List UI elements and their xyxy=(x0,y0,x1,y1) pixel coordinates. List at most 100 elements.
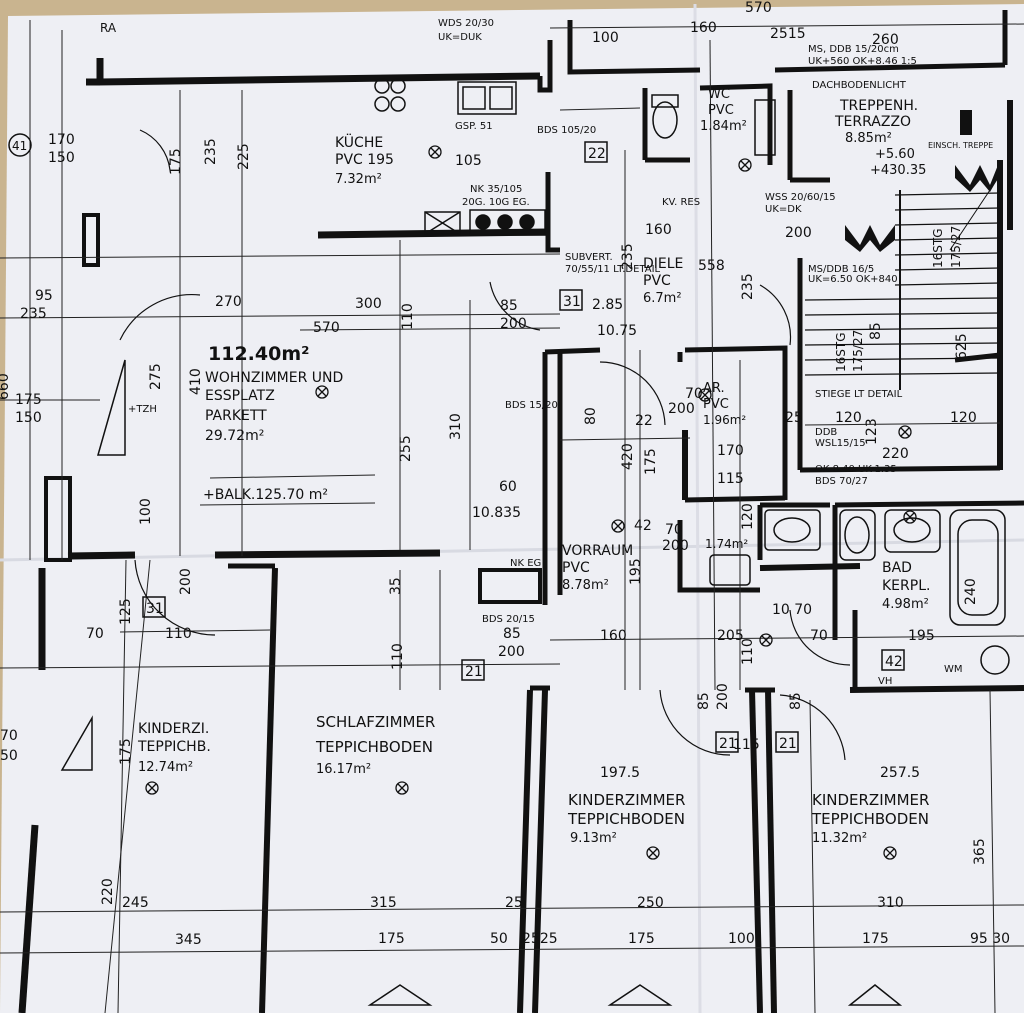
dim-label: 110 xyxy=(390,643,406,670)
dim-label: 420 xyxy=(620,443,636,470)
paper-fold xyxy=(693,3,702,1013)
dim-label: 175 xyxy=(862,931,889,947)
dim-label: 175 xyxy=(168,148,184,175)
dim-label: 80 xyxy=(583,407,599,425)
dim-label: 195 xyxy=(628,558,644,585)
note-bds1: BDS 105/20 xyxy=(537,125,596,136)
dim-label: 570 xyxy=(313,320,340,336)
stair-treads xyxy=(804,174,1001,390)
stair-ratio-lower: 175/27 xyxy=(851,330,865,372)
room-area-schlafzimmer: 16.17m² xyxy=(316,762,371,777)
dim-label: 245 xyxy=(122,895,149,911)
room-area-vorraum: 8.78m² xyxy=(562,578,609,593)
note-bds20: BDS 20/15 xyxy=(482,614,535,625)
dim-label: 175 xyxy=(15,392,42,408)
room-labels: 112.40m² WOHNZIMMER UND ESSPLATZ PARKETT… xyxy=(137,87,930,846)
room-name-diele: DIELE xyxy=(643,256,683,272)
room-floor-kueche: PVC 195 xyxy=(335,152,394,168)
room-floor-schlafzimmer: TEPPICHBODEN xyxy=(315,738,433,756)
walls xyxy=(18,10,1024,1013)
dim-label: 85 xyxy=(503,626,521,642)
note-stiege: STIEGE LT DETAIL xyxy=(815,389,903,400)
note-uk-duk: UK=DUK xyxy=(438,32,482,43)
dim-label: 345 xyxy=(175,932,202,948)
dim-label: 60 xyxy=(499,479,517,495)
door-tag-21: 21 xyxy=(779,736,797,752)
room-floor-kinderzimmer2: TEPPICHBODEN xyxy=(567,810,685,828)
door-tag-21: 21 xyxy=(719,736,737,752)
note-gsp: GSP. 51 xyxy=(455,121,493,132)
dim-label: 70 xyxy=(86,626,104,642)
paper-fold xyxy=(0,538,1024,562)
dim-label: 175 xyxy=(628,931,655,947)
dim-label: 220 xyxy=(100,878,116,905)
room-name-essplatz: ESSPLATZ xyxy=(205,388,275,404)
room-name-kinderzimmer3: KINDERZIMMER xyxy=(812,791,929,809)
room-name-schlafzimmer: SCHLAFZIMMER xyxy=(316,713,435,731)
dim-label: 257.5 xyxy=(880,765,920,781)
dim-label: 365 xyxy=(972,838,988,865)
note-bds15: BDS 15/20 xyxy=(505,400,558,411)
dim-label: 150 xyxy=(15,410,42,426)
dim-label: 100 xyxy=(728,931,755,947)
room-floor-kinderzi: TEPPICHB. xyxy=(137,739,211,755)
room-floor-wc: PVC xyxy=(708,103,734,118)
dim-label: 160 xyxy=(600,628,627,644)
note-wds: WDS 20/30 xyxy=(438,18,494,29)
dim-label: 85 xyxy=(696,692,712,710)
level2-treppenhaus: +430.35 xyxy=(870,163,926,178)
light-fixtures xyxy=(145,145,917,860)
dim-label: 70 xyxy=(810,628,828,644)
door-arcs xyxy=(119,129,851,761)
room-floor-treppenhaus: TERRAZZO xyxy=(834,114,911,130)
note-kv-res: KV. RES xyxy=(662,197,700,208)
room-area-treppenhaus: 8.85m² xyxy=(845,131,892,146)
door-tag-21: 21 xyxy=(465,664,483,680)
dim-label: 175 xyxy=(118,738,134,765)
note-nk2: 20G. 10G EG. xyxy=(462,197,530,208)
dim-label: 235 xyxy=(620,243,636,270)
dim-label: 200 xyxy=(498,644,525,660)
dim-label: 160 xyxy=(690,20,717,36)
stair-direction-markers xyxy=(845,110,998,252)
note-tzh: +TZH xyxy=(128,404,157,415)
dim-label: 35 xyxy=(388,577,404,595)
dim-label: 70 xyxy=(0,728,18,744)
note-wsl: WSL15/15 xyxy=(815,438,866,449)
dim-label: 260 xyxy=(872,32,899,48)
plan-notes: WDS 20/30 UK=DUK RA MS, DDB 15/20cm UK+5… xyxy=(100,18,993,687)
balcony-area-label: +BALK.125.70 m² xyxy=(203,487,328,503)
room-area-kinderzimmer2: 9.13m² xyxy=(570,831,617,846)
note-nk-eg: NK EG xyxy=(510,558,541,569)
dim-label: 105 xyxy=(455,153,482,169)
door-tags: 31 31 22 21 21 21 42 41 xyxy=(8,133,905,753)
dim-label: 235 xyxy=(203,138,219,165)
dim-label: 100 xyxy=(592,30,619,46)
room-name-kinderzi: KINDERZI. xyxy=(138,721,209,737)
dim-label: 160 xyxy=(645,222,672,238)
dimension-numbers: 570 160 2515 260 100 170 150 95 235 175 … xyxy=(0,0,1010,948)
level-treppenhaus: +5.60 xyxy=(875,147,915,162)
dim-label: 10.835 xyxy=(472,505,521,521)
dim-label: 200 xyxy=(715,683,731,710)
dim-label: 170 xyxy=(48,132,75,148)
dim-label: 120 xyxy=(740,503,756,530)
dim-label: 410 xyxy=(188,368,204,395)
room-area-ar: 1.96m² xyxy=(703,413,746,427)
dim-label: 570 xyxy=(745,0,772,16)
dimension-lines xyxy=(0,20,1024,1013)
dim-label: 200 xyxy=(785,225,812,241)
note-uk560: UK+560 OK+8.46 1:5 xyxy=(808,56,917,67)
dim-label: 50 xyxy=(0,748,18,764)
dim-label: 2515 xyxy=(770,26,806,42)
total-area-label: 112.40m² xyxy=(208,343,309,365)
note-bds70: BDS 70/27 xyxy=(815,476,868,487)
note-nk: NK 35/105 xyxy=(470,184,522,195)
dim-label: 1.74m² xyxy=(705,537,748,551)
room-name-kinderzimmer2: KINDERZIMMER xyxy=(568,791,685,809)
dim-label: 70 xyxy=(665,522,683,538)
note-dachbodenlicht: DACHBODENLICHT xyxy=(812,80,907,91)
door-tag-31: 31 xyxy=(146,601,164,617)
dim-label: 2.85 xyxy=(592,297,623,313)
room-area-bad: 4.98m² xyxy=(882,597,929,612)
